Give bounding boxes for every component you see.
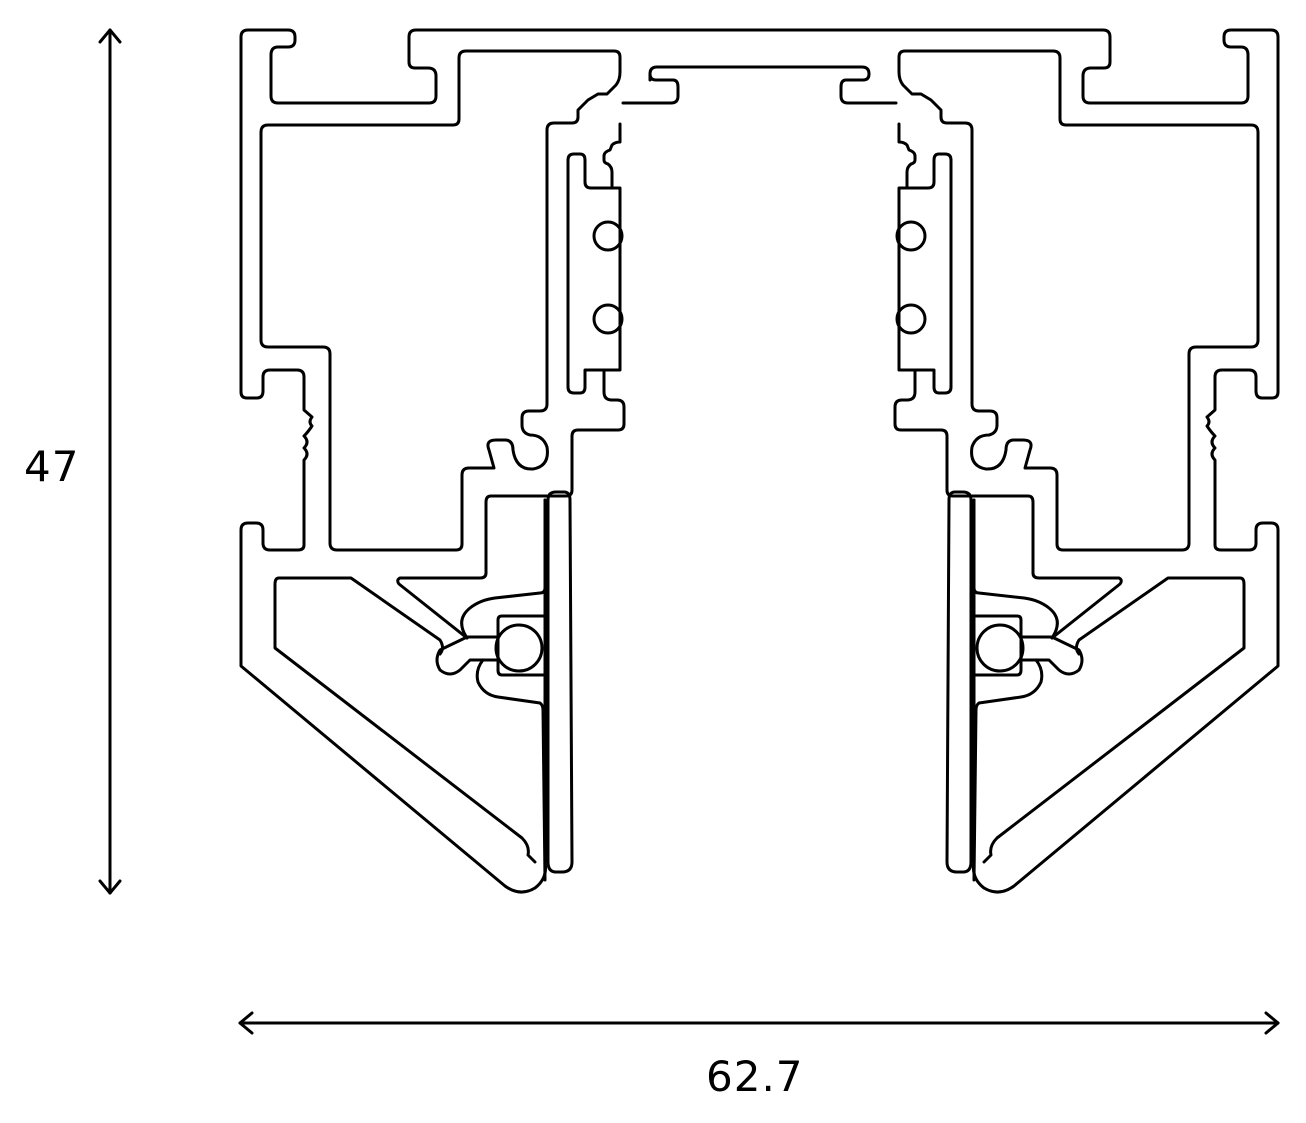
profile-left-half <box>239 28 764 894</box>
profile-right-half <box>755 28 1280 894</box>
height-dimension-line <box>98 28 122 895</box>
top-bridge-bar <box>648 65 871 82</box>
width-dimension-line <box>238 1011 1280 1035</box>
height-dimension-label: 47 <box>24 442 80 491</box>
width-dimension-label: 62.7 <box>706 1052 804 1101</box>
top-bridge-right <box>839 72 898 105</box>
top-bridge <box>621 72 680 105</box>
